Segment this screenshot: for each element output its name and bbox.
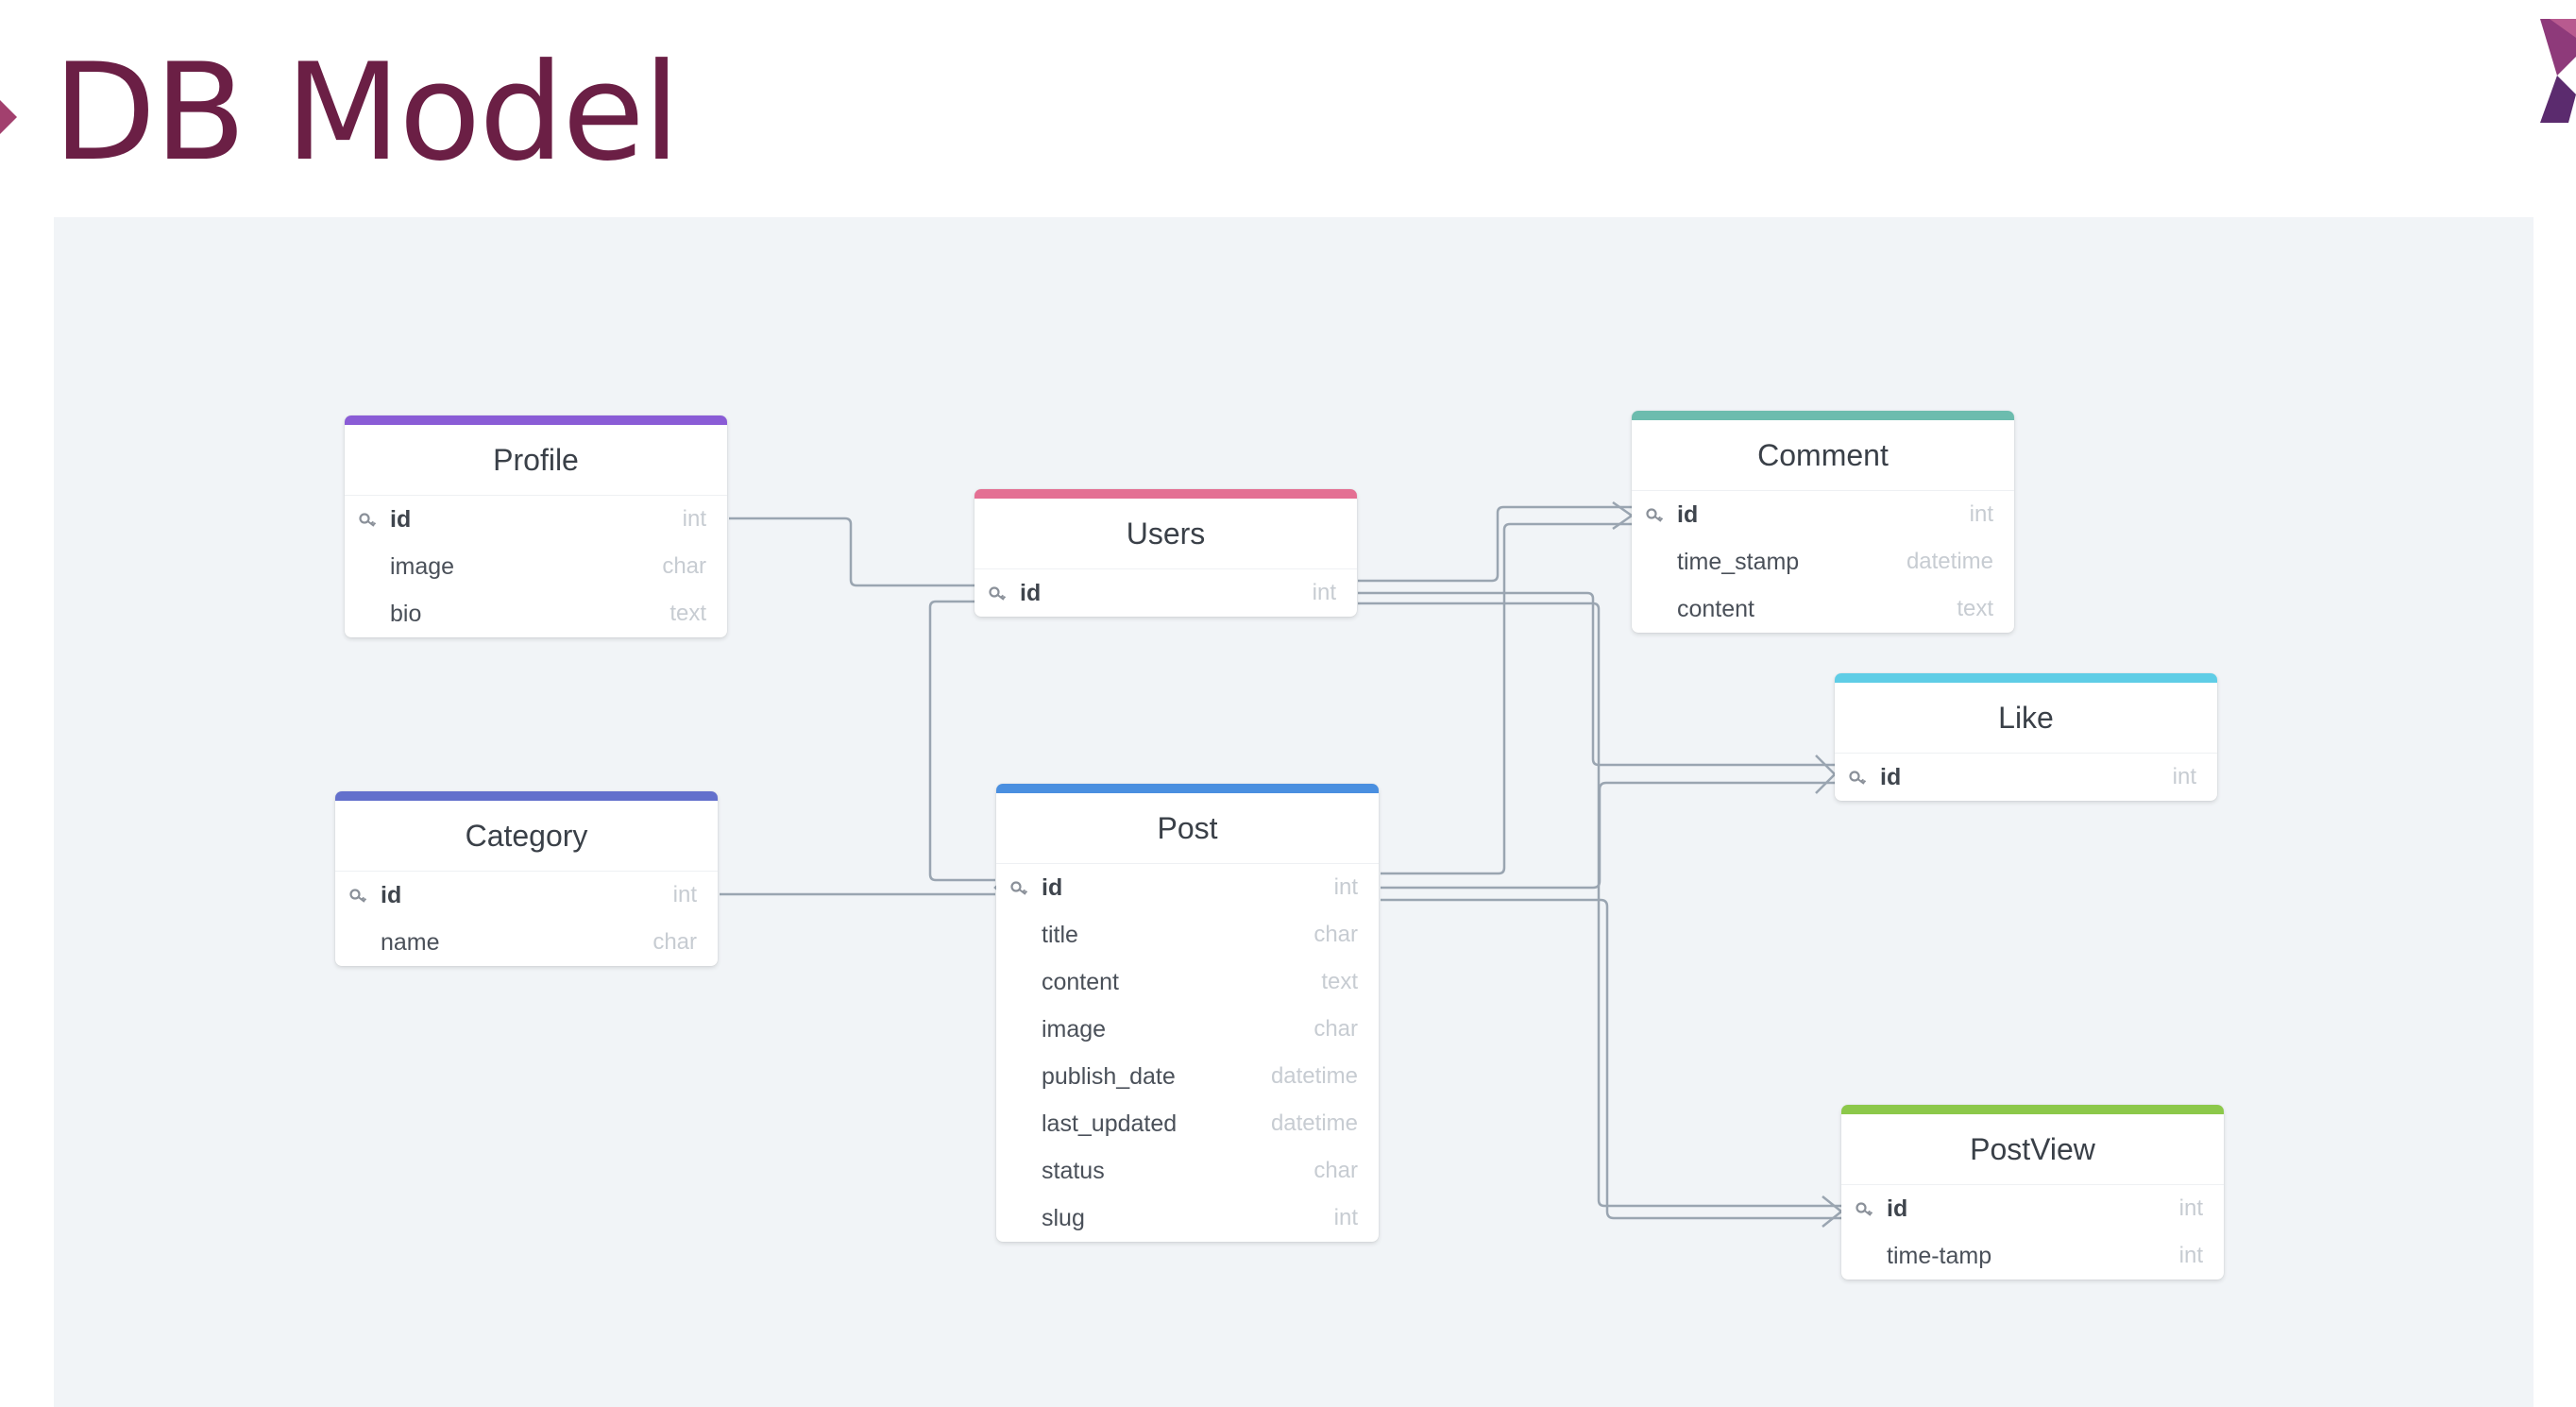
rel-users-like: [1358, 591, 1835, 767]
table-header-comment: Comment: [1632, 411, 2014, 491]
key-icon: [1856, 1202, 1873, 1216]
field-name: id: [381, 881, 402, 908]
field-type: char: [1313, 922, 1358, 947]
rel-users-comment: [1358, 505, 1632, 583]
field-name: id: [1677, 500, 1699, 528]
field-row-postview-id: id int: [1841, 1185, 2224, 1232]
crow-foot-icon: [1822, 1195, 1844, 1228]
field-name: id: [1020, 579, 1042, 606]
field-name: slug: [1042, 1204, 1085, 1231]
field-row-post-publish-date: publish_date datetime: [996, 1053, 1379, 1100]
field-row-category-id: id int: [335, 872, 718, 919]
field-name: time_stamp: [1677, 548, 1800, 575]
field-type: text: [1321, 969, 1358, 994]
rel-users-post: [928, 600, 995, 882]
rel-post-comment: [1381, 522, 1632, 875]
field-name: title: [1042, 921, 1078, 948]
field-row-like-id: id int: [1835, 754, 2217, 801]
key-icon: [1010, 881, 1028, 895]
table-header-like: Like: [1835, 673, 2217, 754]
field-name: id: [1042, 873, 1063, 901]
field-name: id: [1887, 1195, 1908, 1222]
field-type: char: [652, 929, 697, 955]
field-type: int: [682, 506, 706, 532]
field-name: name: [381, 928, 440, 956]
field-row-profile-bio: bio text: [345, 590, 727, 637]
field-row-postview-time-tamp: time-tamp int: [1841, 1232, 2224, 1280]
table-postview[interactable]: PostView id int time-tamp int: [1841, 1105, 2224, 1280]
field-row-post-id: id int: [996, 864, 1379, 911]
field-name: content: [1042, 968, 1120, 995]
field-row-post-content: content text: [996, 958, 1379, 1006]
field-type: int: [1333, 874, 1358, 900]
field-type: datetime: [1270, 1063, 1358, 1089]
table-header-users: Users: [974, 489, 1357, 569]
field-row-category-name: name char: [335, 919, 718, 966]
slide-arrow-icon: [0, 100, 17, 134]
field-name: publish_date: [1042, 1062, 1176, 1090]
table-post[interactable]: Post id int title char content text imag…: [996, 784, 1379, 1242]
rel-profile-users: [729, 517, 978, 587]
field-name: content: [1677, 595, 1755, 622]
field-type: char: [1313, 1016, 1358, 1042]
field-type: int: [2178, 1195, 2203, 1221]
key-icon: [1849, 771, 1867, 785]
table-header-category: Category: [335, 791, 718, 872]
field-name: image: [390, 552, 455, 580]
field-row-comment-time-stamp: time_stamp datetime: [1632, 538, 2014, 585]
table-users[interactable]: Users id int: [974, 489, 1357, 617]
field-row-post-image: image char: [996, 1006, 1379, 1053]
field-type: int: [672, 882, 697, 907]
key-icon: [989, 586, 1007, 601]
table-profile[interactable]: Profile id int image char bio text: [345, 415, 727, 637]
field-row-profile-image: image char: [345, 543, 727, 590]
brand-logo-icon: [2540, 19, 2576, 123]
field-name: bio: [390, 600, 422, 627]
diagram-canvas: Profile id int image char bio text Users…: [54, 217, 2534, 1407]
field-name: id: [390, 505, 412, 533]
field-type: text: [669, 601, 706, 626]
table-header-postview: PostView: [1841, 1105, 2224, 1185]
field-type: datetime: [1270, 1110, 1358, 1136]
field-type: char: [1313, 1158, 1358, 1183]
field-row-profile-id: id int: [345, 496, 727, 543]
table-header-post: Post: [996, 784, 1379, 864]
field-name: status: [1042, 1157, 1105, 1184]
field-type: datetime: [1906, 549, 1993, 574]
table-like[interactable]: Like id int: [1835, 673, 2217, 801]
field-type: int: [2172, 764, 2196, 789]
key-icon: [359, 513, 377, 527]
field-name: last_updated: [1042, 1110, 1178, 1137]
field-row-post-status: status char: [996, 1147, 1379, 1195]
field-type: int: [1969, 501, 1993, 527]
field-row-post-title: title char: [996, 911, 1379, 958]
field-row-comment-id: id int: [1632, 491, 2014, 538]
page-title: DB Model: [53, 35, 680, 191]
field-type: int: [1312, 580, 1336, 605]
crow-foot-icon: [1815, 754, 1837, 794]
field-name: image: [1042, 1015, 1107, 1043]
field-name: id: [1880, 763, 1902, 790]
field-row-comment-content: content text: [1632, 585, 2014, 633]
field-row-post-last-updated: last_updated datetime: [996, 1100, 1379, 1147]
field-row-post-slug: slug int: [996, 1195, 1379, 1242]
table-comment[interactable]: Comment id int time_stamp datetime conte…: [1632, 411, 2014, 633]
rel-post-postview: [1381, 898, 1841, 1220]
table-header-profile: Profile: [345, 415, 727, 496]
field-type: char: [662, 553, 706, 579]
field-type: int: [1333, 1205, 1358, 1230]
table-category[interactable]: Category id int name char: [335, 791, 718, 966]
field-type: text: [1957, 596, 1993, 621]
field-type: int: [2178, 1243, 2203, 1268]
key-icon: [349, 889, 367, 903]
field-name: time-tamp: [1887, 1242, 1992, 1269]
rel-post-like: [1381, 781, 1835, 890]
key-icon: [1646, 508, 1664, 522]
field-row-users-id: id int: [974, 569, 1357, 617]
rel-users-postview: [1358, 602, 1841, 1208]
